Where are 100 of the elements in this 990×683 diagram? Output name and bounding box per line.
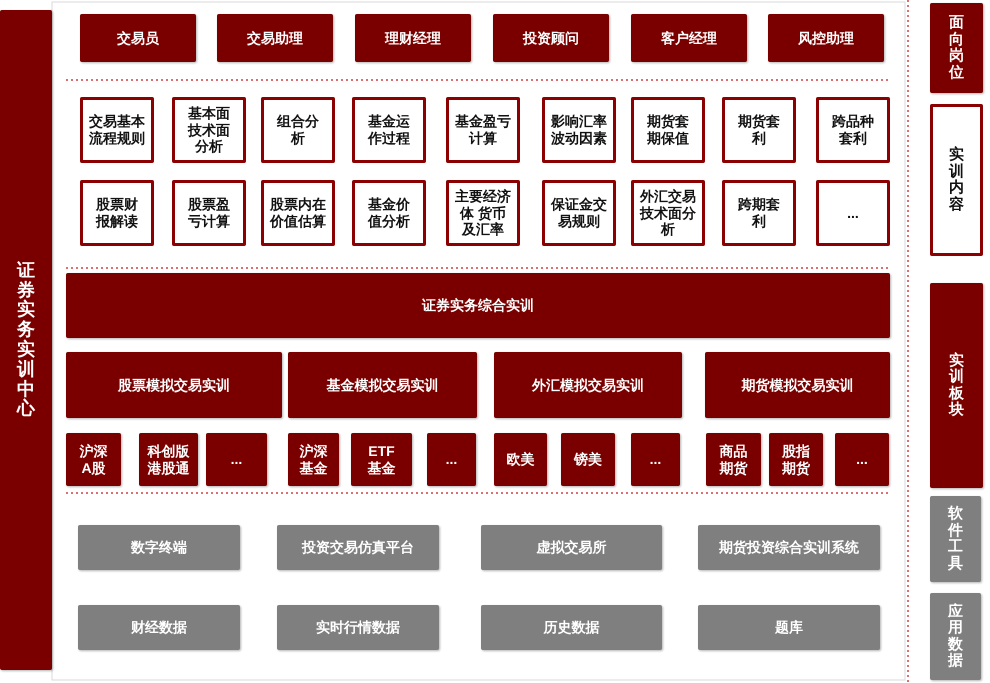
label-bar: [494, 352, 682, 418]
tool-bar: [277, 525, 439, 570]
topic-box: [172, 97, 246, 163]
box-label: 基金运作过程: [367, 113, 411, 147]
tool-bar: [481, 605, 662, 650]
tool-bar: [78, 525, 240, 570]
label-bar: [706, 433, 761, 486]
box-label: 实训板块: [949, 352, 964, 418]
label-bar: [835, 433, 889, 486]
box-label: 证券实务综合实训: [422, 297, 534, 314]
box-label: 沪深A股: [78, 442, 108, 476]
box-label: 股票模拟交易实训: [118, 376, 230, 394]
box-label: 数字终端: [131, 539, 187, 556]
topic-box: [631, 97, 705, 163]
topic-box: [816, 180, 890, 246]
box-label: ...: [856, 451, 868, 468]
box-label: ...: [650, 451, 662, 468]
box-label: 财经数据: [131, 619, 187, 636]
box-label: 投资交易仿真平台: [302, 539, 414, 556]
label-bar: [288, 433, 339, 486]
box-label: 股票盈亏计算: [187, 196, 231, 230]
box-label: 客户经理: [661, 30, 717, 46]
box-label: 影响汇率波动因素: [550, 113, 608, 147]
box-label: 股指期货: [781, 442, 811, 476]
box-label: 镑美: [574, 451, 602, 468]
topic-box: [722, 97, 796, 163]
box-label: 期货套期保值: [646, 113, 690, 147]
topic-box: [446, 180, 520, 246]
topic-box: [446, 97, 520, 163]
box-label: 软件工具: [948, 506, 963, 572]
label-bar: [288, 352, 477, 418]
label-bar: [494, 433, 547, 486]
topic-box: [631, 180, 705, 246]
label-bar: [66, 352, 282, 418]
box-label: 交易助理: [247, 30, 303, 46]
box-label: 基本面技术面分析: [187, 104, 231, 156]
box-label: 外汇交易技术面分析: [639, 188, 697, 238]
label-bar: [66, 273, 890, 338]
topic-box: [80, 180, 154, 246]
box-label: 沪深基金: [298, 442, 328, 476]
box-label: 投资顾问: [523, 30, 579, 46]
side-panel: [930, 104, 983, 256]
topic-box: [816, 97, 890, 163]
topic-box: [352, 97, 426, 163]
box-label: 实时行情数据: [316, 619, 400, 636]
tool-bar: [78, 605, 240, 650]
topic-box: [722, 180, 796, 246]
label-bar: [493, 14, 609, 62]
box-label: 基金价值分析: [367, 196, 411, 230]
topic-box: [261, 180, 335, 246]
label-bar: [80, 14, 196, 62]
box-label: 风控助理: [798, 30, 854, 46]
side-panel: [930, 3, 983, 93]
box-label: 股票财报解读: [95, 196, 139, 230]
tool-bar: [277, 605, 439, 650]
box-label: 面向岗位: [949, 15, 964, 81]
box-label: 科创版港股通: [146, 442, 190, 476]
box-label: ETF基金: [366, 442, 396, 476]
label-bar: [561, 433, 615, 486]
box-label: 跨期套利: [737, 196, 781, 230]
box-label: 虚拟交易所: [536, 539, 606, 556]
side-panel: [930, 593, 981, 680]
box-label: ...: [446, 451, 458, 468]
label-bar: [217, 14, 333, 62]
box-label: 商品期货: [718, 442, 748, 476]
tool-bar: [698, 605, 880, 650]
box-label: 组合分析: [276, 113, 320, 147]
topic-box: [542, 180, 616, 246]
label-bar: [206, 433, 267, 486]
topic-box: [542, 97, 616, 163]
tool-bar: [481, 525, 662, 570]
label-bar: [351, 433, 412, 486]
label-bar: [768, 14, 884, 62]
box-label: 主要经济体 货币及汇率: [454, 188, 512, 238]
box-label: 期货套利: [737, 113, 781, 147]
box-label: ...: [846, 204, 860, 222]
topic-box: [172, 180, 246, 246]
box-label: 理财经理: [385, 30, 441, 46]
label-bar: [631, 433, 680, 486]
topic-box: [352, 180, 426, 246]
box-label: 期货投资综合实训系统: [719, 539, 859, 556]
box-label: 题库: [775, 619, 803, 636]
box-label: 历史数据: [544, 619, 600, 636]
box-label: 应用数据: [948, 604, 963, 670]
label-bar: [769, 433, 823, 486]
box-label: 股票内在价值估算: [269, 196, 327, 230]
box-label: 交易员: [117, 30, 159, 46]
box-label: 跨品种套利: [831, 113, 875, 147]
label-bar: [355, 14, 471, 62]
side-panel: [930, 283, 983, 488]
side-panel: [0, 10, 52, 670]
box-label: ...: [230, 451, 242, 468]
box-label: 保证金交易规则: [550, 196, 608, 230]
box-label: 外汇模拟交易实训: [532, 376, 644, 394]
topic-box: [80, 97, 154, 163]
side-panel: [930, 496, 981, 582]
box-label: 期货模拟交易实训: [742, 376, 854, 394]
label-bar: [631, 14, 747, 62]
box-label: 基金模拟交易实训: [326, 376, 438, 394]
topic-box: [261, 97, 335, 163]
